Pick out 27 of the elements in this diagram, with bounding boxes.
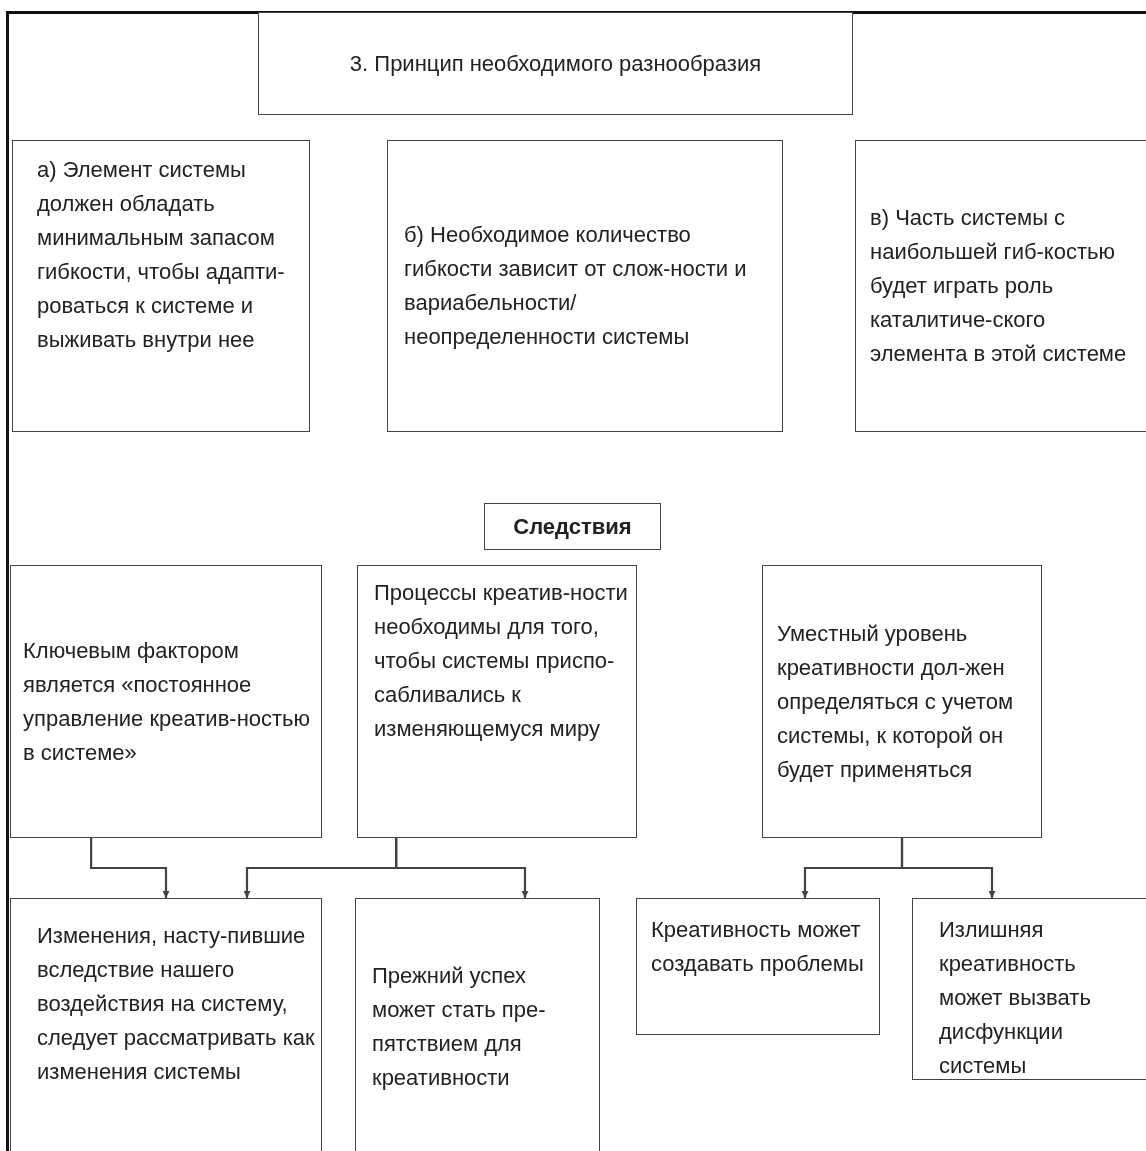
text-box <box>387 140 783 432</box>
box-text: Уместный уровень креативности дол-жен определяться с учетом системы, к которой он будет применяться <box>777 619 1015 784</box>
heading-box <box>484 503 661 550</box>
box-text: в) Часть системы с наибольшей гиб-костью будет играть роль каталитиче-ского элемента в этой системе <box>870 204 1128 368</box>
text-box <box>258 12 853 115</box>
text-box <box>912 898 1146 1080</box>
box-text: а) Элемент системы должен обладать минимальным запасом гибкости, чтобы адапти-роваться к системе и выживать внутри нее <box>37 156 286 354</box>
text-box <box>10 898 322 1151</box>
text-box <box>762 565 1042 838</box>
text-box <box>855 140 1146 432</box>
box-text: Изменения, насту-пившие вследствие нашего воздействия на систему, следует рассматривать как изменения системы <box>37 922 315 1086</box>
arrow <box>395 838 529 898</box>
text-box <box>12 140 310 432</box>
box-text: б) Необходимое количество гибкости зависит от слож-ности и вариабельности/ неопределенности системы <box>404 221 748 351</box>
box-text: 3. Принцип необходимого разнообразия <box>348 49 763 78</box>
text-box <box>10 565 322 838</box>
text-box <box>636 898 880 1035</box>
arrow <box>90 838 170 898</box>
arrow <box>900 838 996 898</box>
box-text: Ключевым фактором является «постоянное управление креатив-ностью в системе» <box>23 636 312 767</box>
box-text: Креативность может создавать проблемы <box>651 916 865 978</box>
text-box <box>355 898 600 1151</box>
box-text: Следствия <box>512 512 633 541</box>
box-text: Прежний успех может стать пре-пятствием для креативности <box>372 962 547 1092</box>
box-text: Процессы креатив-ности необходимы для того, чтобы системы приспо-сабливались к изменяющемуся миру <box>374 579 629 743</box>
box-text: Излишняя креативность может вызвать дисфункции системы <box>939 916 1092 1080</box>
text-box <box>357 565 637 838</box>
